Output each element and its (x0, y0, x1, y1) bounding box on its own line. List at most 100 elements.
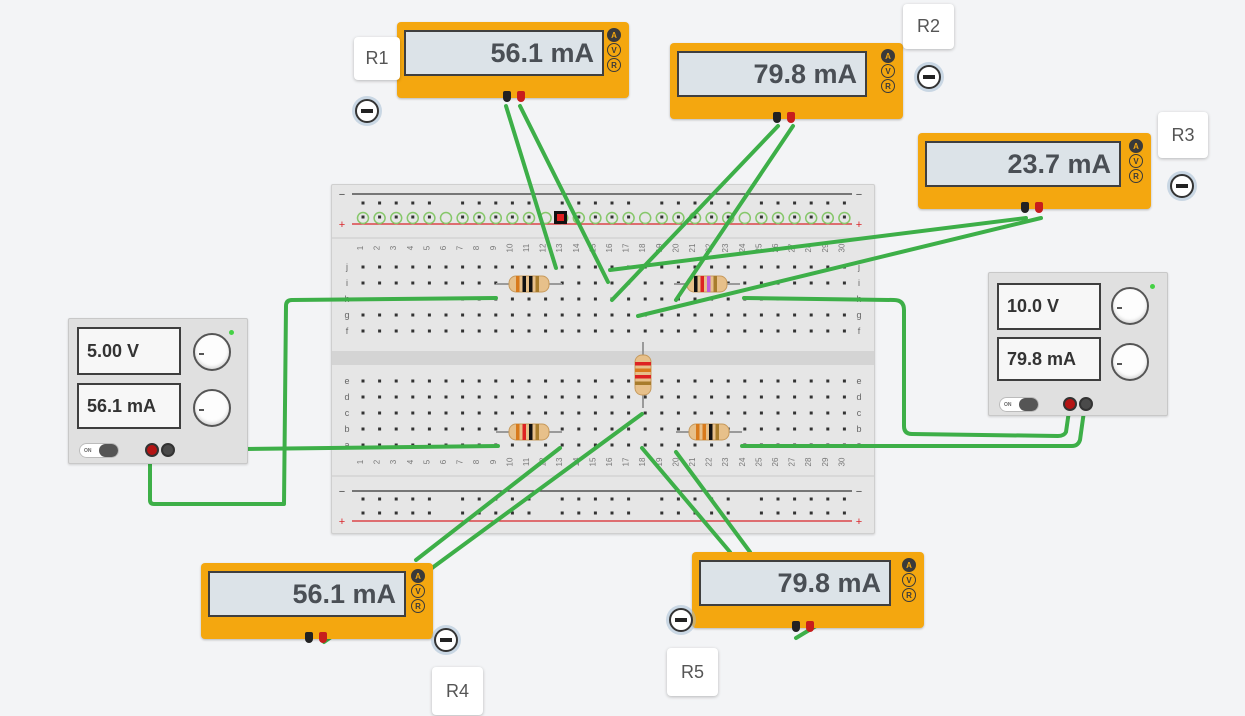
rail-hole[interactable] (826, 215, 830, 219)
terminal-hole[interactable] (793, 313, 797, 317)
terminal-hole[interactable] (378, 395, 382, 399)
terminal-hole[interactable] (593, 411, 597, 415)
terminal-hole[interactable] (660, 443, 664, 447)
terminal-hole[interactable] (444, 427, 448, 431)
rail-hole[interactable] (793, 511, 797, 515)
terminal-hole[interactable] (776, 265, 780, 269)
terminal-hole[interactable] (842, 313, 846, 317)
terminal-hole[interactable] (494, 379, 498, 383)
terminal-hole[interactable] (643, 443, 647, 447)
rail-hole[interactable] (676, 497, 680, 501)
terminal-hole[interactable] (693, 411, 697, 415)
terminal-hole[interactable] (710, 297, 714, 301)
rail-hole[interactable] (759, 497, 763, 501)
rail-hole[interactable] (610, 497, 614, 501)
terminal-hole[interactable] (378, 329, 382, 333)
terminal-hole[interactable] (510, 443, 514, 447)
terminal-hole[interactable] (378, 281, 382, 285)
terminal-hole[interactable] (527, 329, 531, 333)
terminal-hole[interactable] (461, 443, 465, 447)
terminal-hole[interactable] (676, 427, 680, 431)
terminal-hole[interactable] (411, 313, 415, 317)
terminal-hole[interactable] (743, 379, 747, 383)
terminal-hole[interactable] (461, 281, 465, 285)
terminal-hole[interactable] (477, 281, 481, 285)
rail-hole[interactable] (494, 497, 498, 501)
terminal-hole[interactable] (826, 313, 830, 317)
terminal-hole[interactable] (544, 265, 548, 269)
terminal-hole[interactable] (444, 443, 448, 447)
terminal-hole[interactable] (394, 313, 398, 317)
terminal-hole[interactable] (809, 281, 813, 285)
terminal-hole[interactable] (361, 265, 365, 269)
terminal-hole[interactable] (593, 281, 597, 285)
terminal-hole[interactable] (527, 265, 531, 269)
multimeter-3[interactable]: 23.7 mA A V R (918, 133, 1151, 213)
terminal-hole[interactable] (477, 379, 481, 383)
terminal-hole[interactable] (461, 265, 465, 269)
terminal-hole[interactable] (660, 265, 664, 269)
rail-hole[interactable] (394, 201, 398, 205)
rail-hole[interactable] (776, 511, 780, 515)
rail-hole[interactable] (378, 215, 382, 219)
terminal-hole[interactable] (793, 443, 797, 447)
rail-hole[interactable] (809, 201, 813, 205)
terminal-hole[interactable] (427, 395, 431, 399)
terminal-hole[interactable] (494, 265, 498, 269)
rail-hole[interactable] (842, 201, 846, 205)
terminal-hole[interactable] (560, 313, 564, 317)
rail-hole[interactable] (660, 201, 664, 205)
mode-r-icon[interactable]: R (1129, 169, 1143, 183)
terminal-hole[interactable] (776, 427, 780, 431)
terminal-hole[interactable] (361, 329, 365, 333)
label-r5[interactable]: R5 (667, 648, 718, 696)
terminal-hole[interactable] (577, 379, 581, 383)
terminal-hole[interactable] (610, 329, 614, 333)
rail-hole[interactable] (627, 497, 631, 501)
terminal-hole[interactable] (361, 281, 365, 285)
rail-hole-highlight[interactable] (439, 211, 453, 225)
terminal-hole[interactable] (461, 329, 465, 333)
terminal-hole[interactable] (776, 281, 780, 285)
rail-hole[interactable] (477, 215, 481, 219)
rail-hole[interactable] (510, 201, 514, 205)
terminal-hole[interactable] (494, 395, 498, 399)
rail-hole-highlight[interactable] (406, 211, 420, 225)
terminal-hole[interactable] (826, 427, 830, 431)
terminal-hole[interactable] (759, 411, 763, 415)
terminal-hole[interactable] (660, 379, 664, 383)
rail-hole[interactable] (710, 201, 714, 205)
rail-hole[interactable] (378, 497, 382, 501)
rail-hole[interactable] (593, 511, 597, 515)
terminal-hole[interactable] (726, 329, 730, 333)
terminal-hole[interactable] (510, 329, 514, 333)
terminal-hole[interactable] (477, 427, 481, 431)
terminal-hole[interactable] (544, 297, 548, 301)
terminal-hole[interactable] (809, 411, 813, 415)
rail-hole[interactable] (809, 215, 813, 219)
terminal-hole[interactable] (726, 297, 730, 301)
terminal-hole[interactable] (710, 411, 714, 415)
terminal-hole[interactable] (494, 443, 498, 447)
terminal-hole[interactable] (676, 395, 680, 399)
rail-hole[interactable] (610, 215, 614, 219)
terminal-hole[interactable] (660, 411, 664, 415)
terminal-hole[interactable] (361, 443, 365, 447)
terminal-hole[interactable] (809, 379, 813, 383)
rail-hole[interactable] (461, 511, 465, 515)
psu-left-current-knob[interactable] (193, 389, 231, 427)
rail-hole[interactable] (710, 497, 714, 501)
remove-r4-button[interactable] (434, 628, 458, 652)
rail-hole[interactable] (427, 215, 431, 219)
probe-black[interactable] (792, 621, 800, 632)
terminal-hole[interactable] (610, 427, 614, 431)
terminal-hole[interactable] (610, 411, 614, 415)
rail-hole[interactable] (610, 511, 614, 515)
terminal-hole[interactable] (842, 395, 846, 399)
terminal-hole[interactable] (627, 443, 631, 447)
terminal-hole[interactable] (477, 265, 481, 269)
terminal-hole[interactable] (627, 281, 631, 285)
power-supply-right[interactable]: 10.0 V 79.8 mA ON (988, 272, 1168, 416)
rail-hole[interactable] (577, 201, 581, 205)
